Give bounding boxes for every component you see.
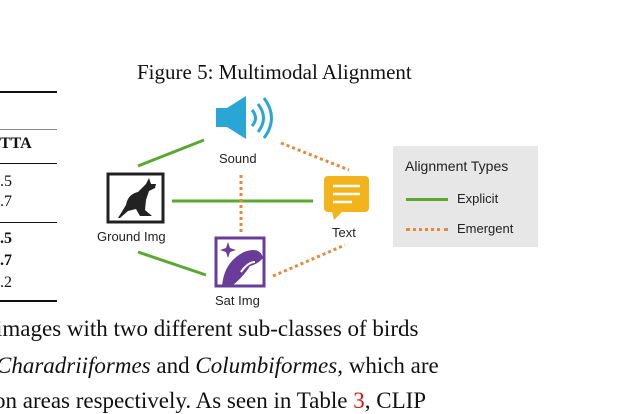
alignment-diagram <box>106 96 369 288</box>
emergent-link-sound-text <box>280 141 350 172</box>
table-header-tta: TTA <box>0 135 32 152</box>
legend-emergent-swatch <box>406 228 448 231</box>
legend-box: Alignment Types Explicit Emergent <box>393 146 538 247</box>
body-text-line-1: images with two different sub-classes of… <box>0 316 418 342</box>
table-cell: 5.5 <box>0 173 12 190</box>
body-text-line-2: Charadriiformes and Columbiformes, which… <box>0 353 439 379</box>
body-italic-term: Columbiformes <box>195 353 338 378</box>
table-cell-bold: 4.5 <box>0 230 12 247</box>
body-text: , which are <box>337 353 439 378</box>
table-head-rule <box>0 129 57 130</box>
node-label-text: Text <box>332 225 356 240</box>
legend-explicit-label: Explicit <box>457 191 499 206</box>
explicit-link-ground-sound <box>137 138 205 168</box>
body-text: images with two different sub-classes of… <box>0 316 419 341</box>
speaker-icon <box>216 96 273 139</box>
table-cell: 4.7 <box>0 193 12 210</box>
emergent-link-text-sat <box>272 243 346 278</box>
kangaroo-image-icon <box>106 172 165 224</box>
legend-title: Alignment Types <box>405 158 509 174</box>
text-bubble-icon <box>324 176 369 220</box>
body-italic-term: Charadriiformes <box>0 353 151 378</box>
legend-explicit-swatch <box>406 198 448 201</box>
node-label-sat-img: Sat Img <box>215 293 260 308</box>
table-top-rule <box>0 91 57 93</box>
table-bottom-rule <box>0 300 57 302</box>
satellite-image-icon <box>214 236 266 288</box>
table-group-rule <box>0 222 57 223</box>
explicit-link-ground-sat <box>137 250 207 277</box>
table-cell-bold: 4.7 <box>0 252 12 269</box>
table-cell: 3.2 <box>0 274 12 291</box>
figure-caption: Figure 5: Multimodal Alignment <box>137 60 412 84</box>
body-text: and <box>150 353 196 378</box>
node-label-ground-img: Ground Img <box>97 229 166 244</box>
body-text-line-3: on areas respectively. As seen in Table … <box>0 388 426 414</box>
table-mid-rule <box>0 163 57 164</box>
legend-emergent-label: Emergent <box>457 221 514 236</box>
node-label-sound: Sound <box>219 151 257 166</box>
